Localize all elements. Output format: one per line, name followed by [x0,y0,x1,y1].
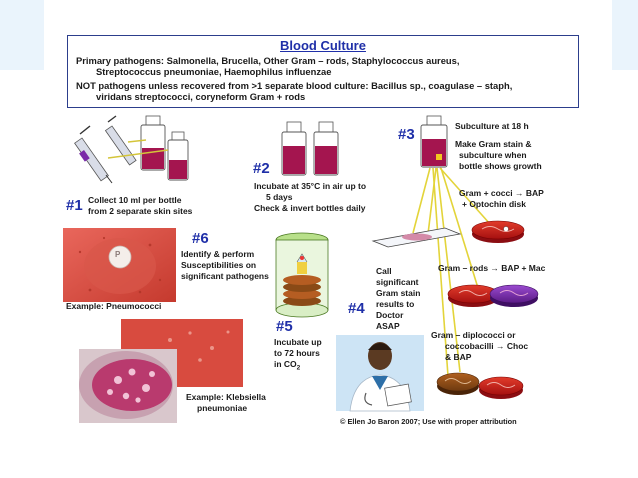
step-5-line-3: in CO2 [274,359,300,374]
right-accent [612,0,638,70]
step-4-line-1: Call [376,266,392,276]
branch-diplococci-line-1: Gram – diplococci or [431,330,516,340]
subculture-lines [412,167,491,377]
branch-gram-positive-cocci-line-2: + Optochin disk [462,199,526,209]
klebsiella-colonies-photo [79,349,177,423]
header-line-1: Primary pathogens: Salmonella, Brucella,… [76,55,460,66]
step-5-line-1: Incubate up [274,337,322,347]
macconkey-plate-icon [489,284,539,307]
header-line-2: Streptococcus pneumoniae, Haemophilus in… [96,66,332,77]
step-5-co2-subscript: 2 [296,364,301,372]
step-2-line-3: Check & invert bottles daily [254,203,366,213]
gram-stain-slide-icon [371,227,462,248]
step-3-line-3: subculture when [459,150,527,160]
step-3-line-2: Make Gram stain & [455,139,532,149]
pneumococci-plate-photo [63,228,176,302]
example-klebsiella-line-1: Example: Klebsiella [186,392,266,402]
step-4-number: #4 [348,300,365,317]
step-3-number: #3 [398,126,415,143]
copyright-credit: © Ellen Jo Baron 2007; Use with proper a… [340,417,517,426]
diagram-title: Blood Culture [280,38,366,53]
step-4-line-5: Doctor [376,310,404,320]
step-5-number: #5 [276,318,293,335]
step-4-line-4: results to [376,299,415,309]
step-1-line-1: Collect 10 ml per bottle [88,195,182,205]
step-5-line-2: to 72 hours [274,348,320,358]
header-line-4: viridans streptococci, coryneform Gram +… [96,91,306,102]
step-6-number: #6 [192,230,209,247]
blood-culture-bottle-icon [281,121,307,176]
blood-culture-bottle-icon [313,121,339,176]
step-6-line-3: significant pathogens [181,271,269,281]
branch-gram-negative-rods: Gram – rods → BAP + Mac [438,263,546,273]
example-klebsiella-line-2: pneumoniae [197,403,248,413]
branch-diplococci-line-3: & BAP [445,352,472,362]
header-line-3: NOT pathogens unless recovered from >1 s… [76,80,513,91]
chocolate-agar-plate-icon [436,372,480,395]
optochin-disk-letter: P [115,250,121,259]
positive-bottle-icon [420,115,448,168]
blood-culture-bottle-icon [140,115,166,171]
example-pneumococci-caption: Example: Pneumococci [66,301,162,311]
blood-culture-bottle-icon [167,131,189,181]
left-accent [0,0,44,70]
step-3-line-4: bottle shows growth [459,161,542,171]
blood-agar-plate-icon [447,284,499,307]
step-6-line-2: Susceptibilities on [181,260,257,270]
syringe-icon [74,125,113,184]
co2-incubation-jar-icon [275,232,329,318]
step-4-line-6: ASAP [376,321,400,331]
step-4-line-2: significant [376,277,419,287]
step-2-number: #2 [253,160,270,177]
blood-agar-plate-icon [471,220,525,243]
header-box: Blood Culture Primary pathogens: Salmone… [67,35,579,108]
step-5-co2-text: in CO [274,359,297,369]
step-6-line-1: Identify & perform [181,249,255,259]
step-4-line-3: Gram stain [376,288,421,298]
step-1-line-2: from 2 separate skin sites [88,206,193,216]
branch-diplococci-line-2: coccobacilli → Choc [445,341,529,351]
branch-gram-positive-cocci-line-1: Gram + cocci → BAP [459,188,544,198]
doctor-icon [336,335,424,412]
blood-agar-plate-icon [478,376,524,399]
step-2-line-1: Incubate at 35°C in air up to [254,181,367,191]
step-2-line-2: 5 days [266,192,293,202]
step-3-line-1: Subculture at 18 h [455,121,529,131]
step-1-number: #1 [66,197,83,214]
